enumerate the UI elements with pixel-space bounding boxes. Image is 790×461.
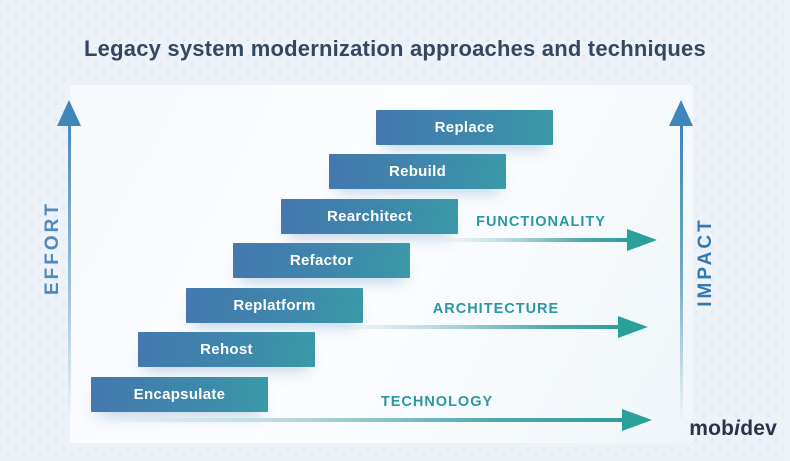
functionality-arrowhead-icon — [627, 229, 657, 251]
functionality-level-label: FUNCTIONALITY — [476, 214, 606, 230]
functionality-arrow-line — [440, 238, 629, 242]
bar-label: Rearchitect — [326, 208, 412, 225]
logo-suffix: dev — [740, 417, 777, 440]
bar-rearchitect: Rearchitect — [281, 199, 458, 234]
bar-replatform: Replatform — [186, 288, 363, 323]
mobidev-logo: mobidev — [689, 417, 777, 441]
bar-rebuild: Rebuild — [329, 154, 506, 189]
architecture-level-label: ARCHITECTURE — [432, 301, 560, 317]
page-title: Legacy system modernization approaches a… — [84, 36, 706, 61]
logo-italic-letter: i — [734, 417, 741, 440]
bar-encapsulate: Encapsulate — [91, 377, 268, 412]
bar-rehost: Rehost — [138, 332, 315, 367]
bar-refactor: Refactor — [233, 243, 410, 278]
effort-axis-arrowhead-icon — [57, 100, 81, 126]
bar-label: Rehost — [200, 341, 253, 358]
architecture-arrow-line — [335, 325, 620, 329]
impact-axis-arrowhead-icon — [669, 100, 693, 126]
bar-label: Replace — [434, 119, 495, 136]
technology-arrow-line — [100, 418, 624, 422]
architecture-arrowhead-icon — [618, 316, 648, 338]
impact-axis-line — [680, 124, 683, 420]
technology-level-label: TECHNOLOGY — [380, 394, 494, 410]
bar-label: Rebuild — [388, 163, 447, 180]
effort-axis-label: EFFORT — [42, 201, 63, 295]
impact-axis-label: IMPACT — [695, 217, 716, 307]
bar-label: Replatform — [233, 297, 316, 314]
effort-axis-line — [68, 124, 71, 418]
logo-prefix: mob — [689, 417, 735, 440]
bar-label: Refactor — [289, 252, 354, 269]
bar-label: Encapsulate — [133, 386, 226, 403]
technology-arrowhead-icon — [622, 409, 652, 431]
bar-replace: Replace — [376, 110, 553, 145]
